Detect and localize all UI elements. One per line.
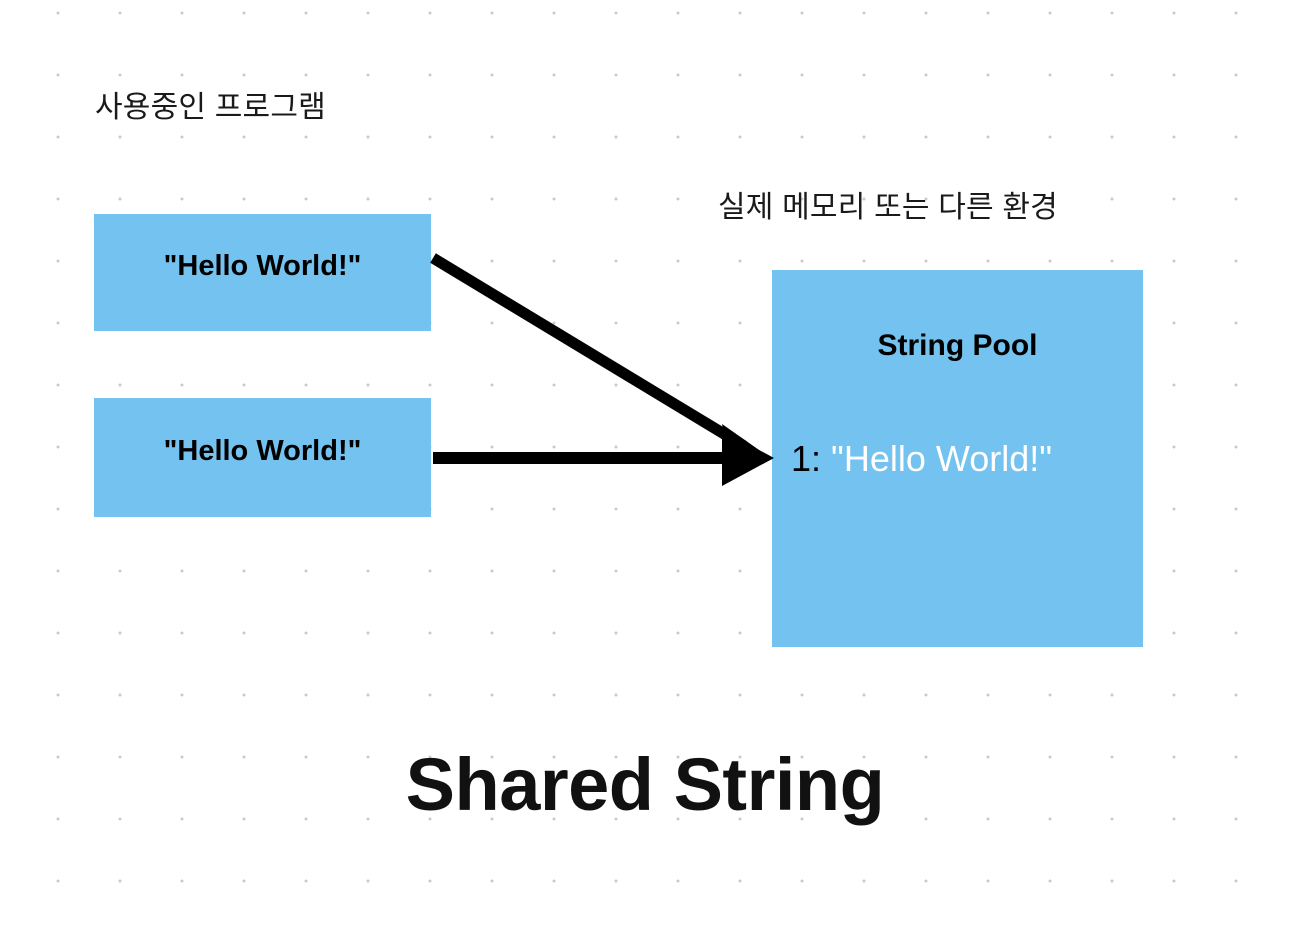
program-string-box-1[interactable]: "Hello World!": [94, 214, 431, 331]
page-title: Shared String: [405, 743, 885, 826]
arrow-box1-to-pool: [430, 253, 772, 478]
arrow-box2-to-pool: [433, 430, 774, 486]
string-pool-box[interactable]: String Pool 1: "Hello World!": [772, 270, 1143, 647]
label-real-memory: 실제 메모리 또는 다른 환경: [718, 191, 1058, 224]
program-string-box-2-text: "Hello World!": [163, 435, 362, 467]
string-pool-entry-index: 1:: [791, 438, 822, 479]
string-pool-entry: 1: "Hello World!": [791, 438, 1052, 480]
program-string-box-1-text: "Hello World!": [163, 250, 362, 282]
string-pool-title: String Pool: [877, 329, 1038, 362]
program-string-box-2[interactable]: "Hello World!": [94, 398, 431, 517]
string-pool-entry-value: "Hello World!": [831, 438, 1053, 479]
arrow-box1-shaft: [430, 253, 747, 451]
arrow-box1-head: [722, 424, 772, 478]
label-program-in-use: 사용중인 프로그램: [95, 91, 326, 124]
arrow-box2-head: [722, 430, 774, 486]
